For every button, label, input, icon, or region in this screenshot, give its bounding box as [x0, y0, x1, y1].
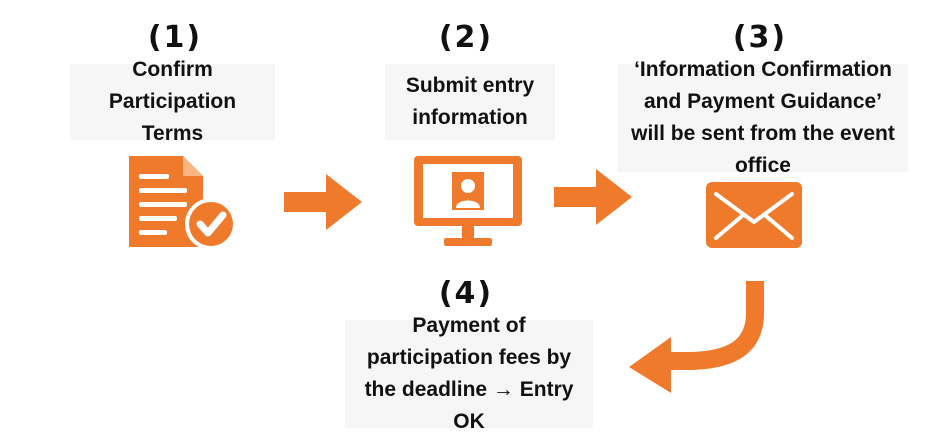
step-4-label-text: Payment of participation fees by the dea… [364, 314, 574, 433]
step-3-label: ‘Information Confirmation and Payment Gu… [618, 58, 908, 177]
step-1-label: Confirm Participation Terms [70, 58, 275, 145]
document-check-icon [129, 156, 237, 250]
envelope-icon [706, 182, 802, 248]
arrow-right-icon [554, 169, 632, 225]
step-4-label: Payment of participation fees by the dea… [345, 314, 593, 433]
step-3-label-text: ‘Information Confirmation and Payment Gu… [631, 58, 895, 177]
step-2-label: Submit entry information [385, 64, 555, 140]
step-1-number: (1) [147, 20, 203, 55]
step-2-label-text: Submit entry information [405, 74, 535, 129]
step-3-number: (3) [732, 20, 788, 55]
curved-arrow-icon [629, 281, 764, 393]
arrow-right-icon [284, 174, 362, 230]
step-1-label-text: Confirm Participation Terms [108, 58, 237, 145]
step-2-number: (2) [438, 20, 494, 55]
step-4-number: (4) [438, 276, 494, 311]
monitor-user-icon [414, 156, 522, 246]
